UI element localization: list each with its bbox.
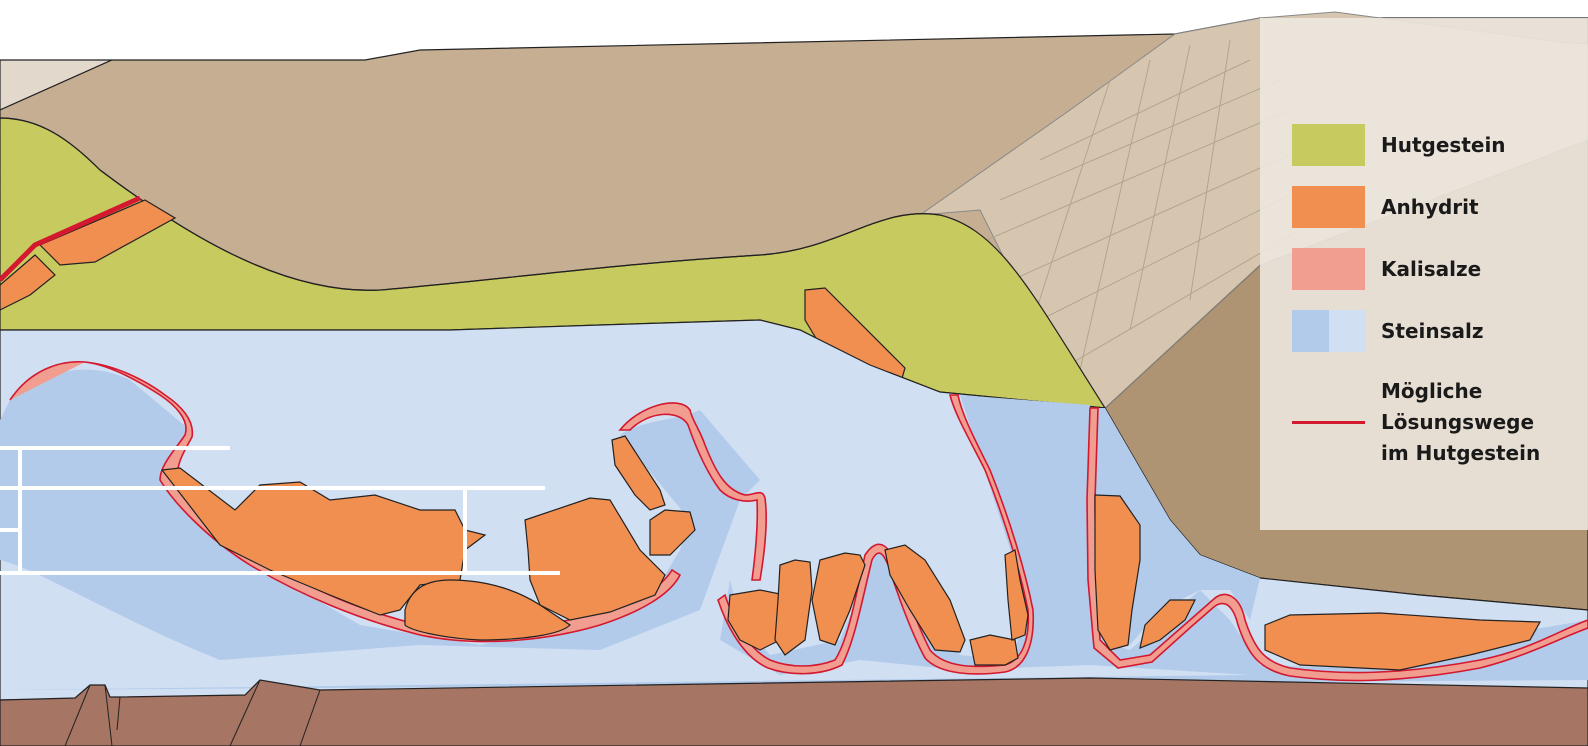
anhydrite-swatch-icon: [1292, 186, 1365, 228]
legend-label-potash: Kalisalze: [1381, 257, 1482, 281]
legend: Hutgestein Anhydrit Kalisalze Steinsalz …: [1260, 18, 1588, 530]
legend-label-dissolution: Mögliche Lösungswege im Hutgestein: [1381, 376, 1540, 469]
potash-rims: [9, 360, 1588, 682]
legend-label-dissolution-line-2: Lösungswege: [1381, 410, 1535, 434]
basement-layer: [0, 677, 1588, 746]
mine-workings: [0, 446, 560, 575]
caprock-top-boundary: [0, 117, 941, 291]
caprock-anhydrite-lens-2: [0, 254, 56, 311]
legend-label-dissolution-line-3: im Hutgestein: [1381, 441, 1541, 465]
legend-label-anhydrite: Anhydrit: [1381, 195, 1479, 219]
legend-item-caprock: Hutgestein: [1292, 124, 1506, 166]
potash-swatch-icon: [1292, 248, 1365, 290]
legend-item-rock-salt: Steinsalz: [1292, 310, 1484, 352]
legend-label-dissolution-line-1: Mögliche: [1381, 379, 1483, 403]
caprock-anhydrite-lens-1: [38, 199, 177, 266]
dissolution-line-icon: [1292, 421, 1365, 424]
salt-anhydrite-blocks: [160, 435, 1542, 671]
caprock-swatch-icon: [1292, 124, 1365, 166]
rock-salt-swatch-icon: [1292, 310, 1365, 352]
legend-item-anhydrite: Anhydrit: [1292, 186, 1479, 228]
legend-item-potash: Kalisalze: [1292, 248, 1481, 290]
basement-faults: [64, 679, 321, 746]
legend-label-caprock: Hutgestein: [1381, 133, 1506, 157]
legend-label-rock-salt: Steinsalz: [1381, 319, 1484, 343]
caprock-dissolution-path: [0, 195, 142, 282]
legend-item-dissolution: Mögliche Lösungswege im Hutgestein: [1292, 376, 1540, 469]
